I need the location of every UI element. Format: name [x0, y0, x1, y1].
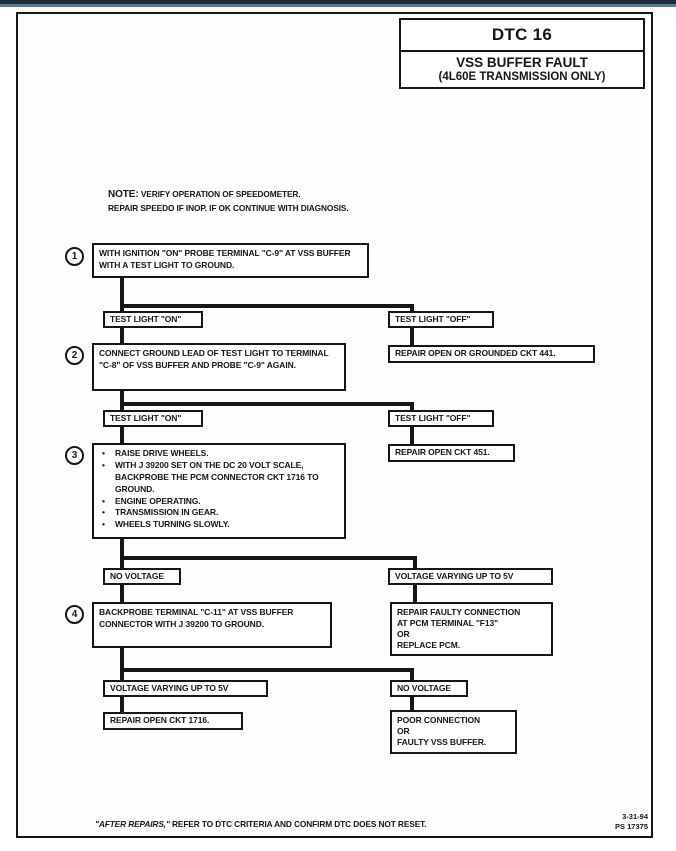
connector-branch3-right-down: [413, 585, 417, 602]
connector-branch1-right-stub: [410, 304, 414, 311]
connector-step3-down: [120, 539, 124, 568]
branch-4-left-result: REPAIR OPEN CKT 1716.: [103, 712, 243, 730]
connector-branch2-left-down: [120, 427, 124, 443]
branch-2-left-label: TEST LIGHT "ON": [103, 410, 203, 427]
branch-4-right-label: NO VOLTAGE: [390, 680, 468, 697]
connector-branch4-horizontal: [120, 668, 414, 672]
fault-name: VSS BUFFER FAULT: [456, 55, 588, 71]
dtc-code: DTC 16: [401, 20, 643, 52]
branch-3-right-result: REPAIR FAULTY CONNECTION AT PCM TERMINAL…: [390, 602, 553, 656]
fault-qualifier: (4L60E TRANSMISSION ONLY): [438, 70, 606, 83]
connector-branch1-left-down: [120, 328, 124, 343]
connector-branch4-right-down: [410, 697, 414, 710]
step-2-circle: 2: [65, 346, 84, 365]
connector-step2-down: [120, 391, 124, 410]
footer-date: 3-31-94: [622, 812, 648, 821]
connector-branch4-left-down: [120, 697, 124, 712]
connector-branch4-right-stub: [410, 668, 414, 680]
connector-step4-down: [120, 648, 124, 680]
footer-after-repairs: "AFTER REPAIRS,": [95, 819, 170, 829]
note-text-2: REPAIR SPEEDO IF INOP. IF OK CONTINUE WI…: [108, 203, 349, 213]
connector-branch2-horizontal: [120, 402, 414, 406]
step-3-box: •RAISE DRIVE WHEELS. •WITH J 39200 SET O…: [92, 443, 346, 539]
branch-3-left-label: NO VOLTAGE: [103, 568, 181, 585]
step-3-bullet-item: •RAISE DRIVE WHEELS.: [99, 448, 339, 460]
connector-branch2-right-stub: [410, 402, 414, 410]
branch-1-right-label: TEST LIGHT "OFF": [388, 311, 494, 328]
step-4-box: BACKPROBE TERMINAL "C-11" AT VSS BUFFER …: [92, 602, 332, 648]
step-1-box: WITH IGNITION "ON" PROBE TERMINAL "C-9" …: [92, 243, 369, 278]
step-4-circle: 4: [65, 605, 84, 624]
branch-1-right-result: REPAIR OPEN OR GROUNDED CKT 441.: [388, 345, 595, 363]
note-block: NOTE: VERIFY OPERATION OF SPEEDOMETER. R…: [108, 187, 438, 214]
bullet-icon: •: [102, 448, 105, 458]
step-3-bullet-item: •ENGINE OPERATING.: [99, 496, 339, 508]
connector-step1-down: [120, 278, 124, 311]
top-accent-bar-light: [0, 4, 676, 7]
bullet-icon: •: [102, 459, 105, 470]
footer-instruction-text: REFER TO DTC CRITERIA AND CONFIRM DTC DO…: [169, 819, 427, 829]
step-3-bullet-list: •RAISE DRIVE WHEELS. •WITH J 39200 SET O…: [99, 448, 339, 531]
step-2-box: CONNECT GROUND LEAD OF TEST LIGHT TO TER…: [92, 343, 346, 391]
note-label: NOTE:: [108, 189, 139, 200]
connector-branch1-horizontal: [120, 304, 414, 308]
connector-branch1-right-down: [410, 328, 414, 345]
connector-branch3-horizontal: [120, 556, 417, 560]
bullet-icon: •: [102, 495, 105, 506]
dtc-title-box: DTC 16 VSS BUFFER FAULT (4L60E TRANSMISS…: [399, 18, 645, 89]
footer-document-number: PS 17375: [615, 822, 648, 832]
footer-document-id: 3-31-94 PS 17375: [615, 812, 648, 832]
footer-instruction: "AFTER REPAIRS," REFER TO DTC CRITERIA A…: [95, 819, 426, 829]
bullet-icon: •: [102, 507, 105, 518]
connector-branch3-left-down: [120, 585, 124, 602]
dtc-title-text: VSS BUFFER FAULT (4L60E TRANSMISSION ONL…: [401, 52, 643, 87]
step-3-bullet-item: •WHEELS TURNING SLOWLY.: [99, 519, 339, 531]
branch-4-right-result: POOR CONNECTION OR FAULTY VSS BUFFER.: [390, 710, 517, 754]
branch-1-left-label: TEST LIGHT "ON": [103, 311, 203, 328]
connector-branch3-right-stub: [413, 556, 417, 568]
connector-branch2-right-down: [410, 427, 414, 444]
branch-3-right-label: VOLTAGE VARYING UP TO 5V: [388, 568, 553, 585]
step-3-circle: 3: [65, 446, 84, 465]
step-3-bullet-item: •WITH J 39200 SET ON THE DC 20 VOLT SCAL…: [99, 460, 339, 496]
step-3-bullet-item: •TRANSMISSION IN GEAR.: [99, 507, 339, 519]
branch-4-left-label: VOLTAGE VARYING UP TO 5V: [103, 680, 268, 697]
note-text-1: VERIFY OPERATION OF SPEEDOMETER.: [140, 189, 301, 199]
note-line-1: NOTE: VERIFY OPERATION OF SPEEDOMETER.: [108, 187, 438, 202]
branch-2-right-label: TEST LIGHT "OFF": [388, 410, 494, 427]
step-1-circle: 1: [65, 247, 84, 266]
branch-2-right-result: REPAIR OPEN CKT 451.: [388, 444, 515, 462]
bullet-icon: •: [102, 519, 105, 530]
top-accent-bar-dark: [0, 0, 676, 4]
